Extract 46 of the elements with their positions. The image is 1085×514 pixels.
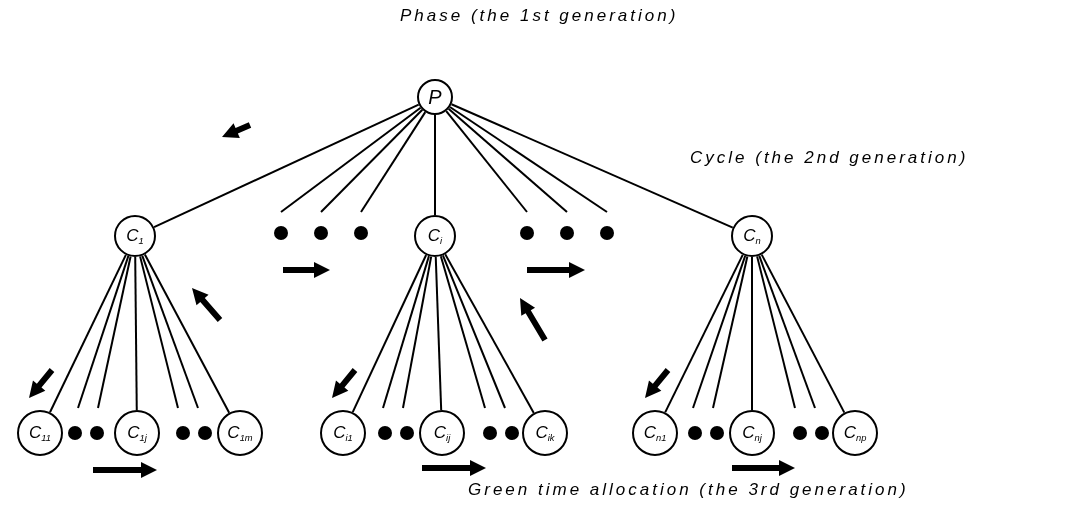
tree-node-circle: C$_{np}$ <box>832 410 878 456</box>
connector-line <box>153 103 420 229</box>
connector-line <box>141 254 199 409</box>
connector-line <box>360 111 427 213</box>
connector-line <box>760 253 846 414</box>
connector-line <box>49 253 127 414</box>
generation-label: Phase (the 1st generation) <box>400 6 679 26</box>
connector-line <box>448 106 608 213</box>
connector-line <box>439 255 486 409</box>
connector-line <box>97 255 132 409</box>
connector-line <box>664 253 744 414</box>
tree-node-circle: C$_{1j}$ <box>114 410 160 456</box>
tree-node-circle: C$_{i1}$ <box>320 410 366 456</box>
connector-line <box>280 106 422 213</box>
tree-node-circle: C$_{n1}$ <box>632 410 678 456</box>
connector-line <box>758 254 816 409</box>
connector-line <box>402 255 433 409</box>
tree-node-circle: C$_{n}$ <box>731 215 773 257</box>
connector-line <box>139 255 179 409</box>
generation-label: Cycle (the 2nd generation) <box>690 148 969 168</box>
connector-line <box>450 103 734 229</box>
tree-node-circle: C$_{1m}$ <box>217 410 263 456</box>
connector-line <box>444 253 535 414</box>
tree-node-circle: C$_{i}$ <box>414 215 456 257</box>
connector-line <box>134 256 138 411</box>
connector-line <box>351 254 428 414</box>
connector-line <box>143 253 231 414</box>
tree-node-circle: C$_{nj}$ <box>729 410 775 456</box>
connector-line <box>712 255 749 409</box>
connector-line <box>434 114 436 216</box>
tree-node-circle: C$_{ik}$ <box>522 410 568 456</box>
connector-line <box>320 108 424 213</box>
connector-line <box>756 255 796 409</box>
connector-line <box>447 107 568 213</box>
connector-line <box>692 254 747 409</box>
tree-node-circle: C$_{11}$ <box>17 410 63 456</box>
connector-line <box>434 256 443 411</box>
connector-line <box>445 110 528 213</box>
connector-line <box>77 254 130 409</box>
tree-node-circle: C$_{ij}$ <box>419 410 465 456</box>
generation-label: Green time allocation (the 3rd generation) <box>468 480 909 500</box>
tree-node-circle: C$_{1}$ <box>114 215 156 257</box>
connector-line <box>751 256 753 411</box>
tree-node-circle: P <box>417 79 453 115</box>
connector-line <box>382 255 430 409</box>
connector-line <box>441 254 506 409</box>
